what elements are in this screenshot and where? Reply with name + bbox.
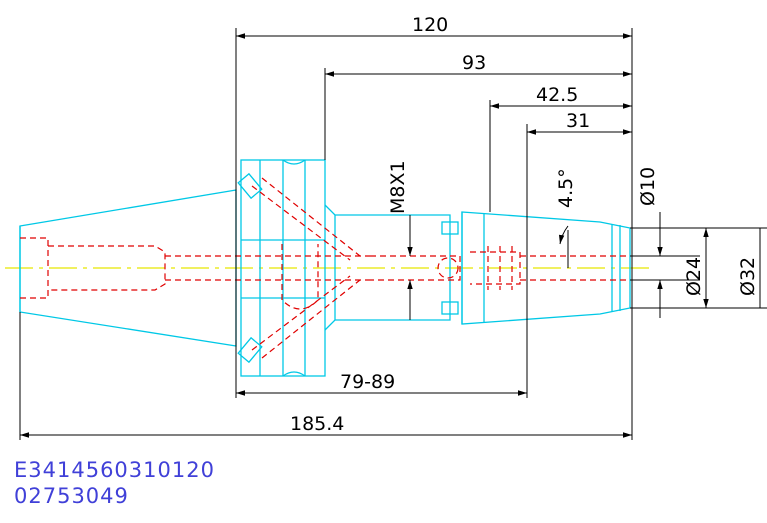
dim-text-nose-dia-small: Ø24 <box>683 257 705 296</box>
hidden-lines <box>20 177 630 359</box>
dim-text-thread: M8X1 <box>387 160 409 214</box>
dim-text-93: 93 <box>462 52 486 74</box>
dim-text-31: 31 <box>566 110 590 132</box>
extension-lines <box>19 28 767 440</box>
dim-text-185-4: 185.4 <box>290 413 344 435</box>
dim-text-42-5: 42.5 <box>536 84 578 106</box>
dim-text-120: 120 <box>412 14 448 36</box>
dimension-lines <box>20 33 761 438</box>
part-code-line1: E3414560310120 <box>14 458 215 482</box>
dim-text-nose-dia-large: Ø32 <box>737 257 759 296</box>
dim-text-angle: 4.5° <box>555 168 577 208</box>
dim-text-79-89: 79-89 <box>340 371 395 393</box>
part-code-line2: 02753049 <box>14 484 129 508</box>
dim-text-bore-dia: Ø10 <box>637 167 659 206</box>
